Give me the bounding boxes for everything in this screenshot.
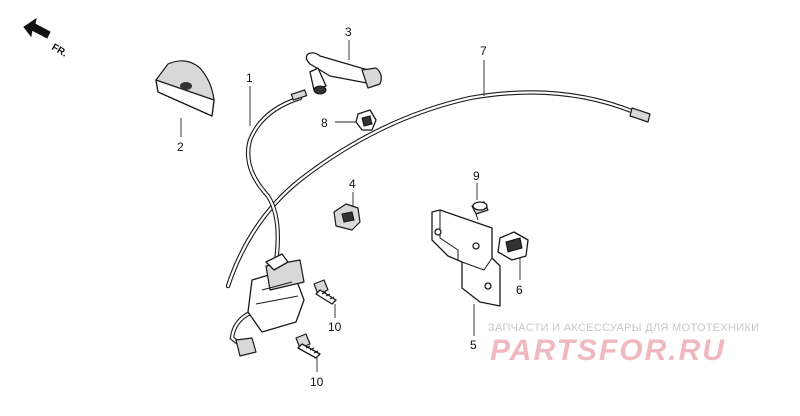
- part-6-clip: [497, 231, 529, 261]
- callout-8: 8: [321, 116, 328, 130]
- callout-10-lower: 10: [310, 375, 324, 389]
- callout-10-upper: 10: [328, 320, 342, 334]
- part-8-clip: [355, 109, 377, 131]
- front-arrow-icon: [23, 17, 51, 39]
- callout-4: 4: [349, 177, 356, 191]
- callout-3: 3: [345, 25, 352, 39]
- front-direction-label: FR.: [50, 42, 70, 60]
- watermark-subtitle: ЗАПЧАСТИ И АКСЕССУАРЫ ДЛЯ МОТОТЕХНИКИ: [488, 322, 760, 334]
- part-10-bolt-upper: [313, 279, 337, 305]
- callout-2: 2: [177, 140, 184, 154]
- part-3-plug-cap: [305, 52, 382, 95]
- part-5-bracket: [431, 209, 501, 307]
- watermark-logo: PARTSFOR.RU: [490, 334, 726, 367]
- part-10-bolt-lower: [295, 333, 321, 359]
- callout-1: 1: [246, 71, 253, 85]
- callout-5: 5: [470, 338, 477, 352]
- part-1-ignition-coil: [229, 89, 308, 357]
- part-7-cable: [225, 90, 651, 289]
- part-9-bolt: [471, 201, 489, 221]
- callout-6: 6: [516, 283, 523, 297]
- part-4-grommet: [333, 203, 361, 231]
- callout-7: 7: [480, 44, 487, 58]
- callout-9: 9: [473, 169, 480, 183]
- part-2-cover: [155, 60, 215, 117]
